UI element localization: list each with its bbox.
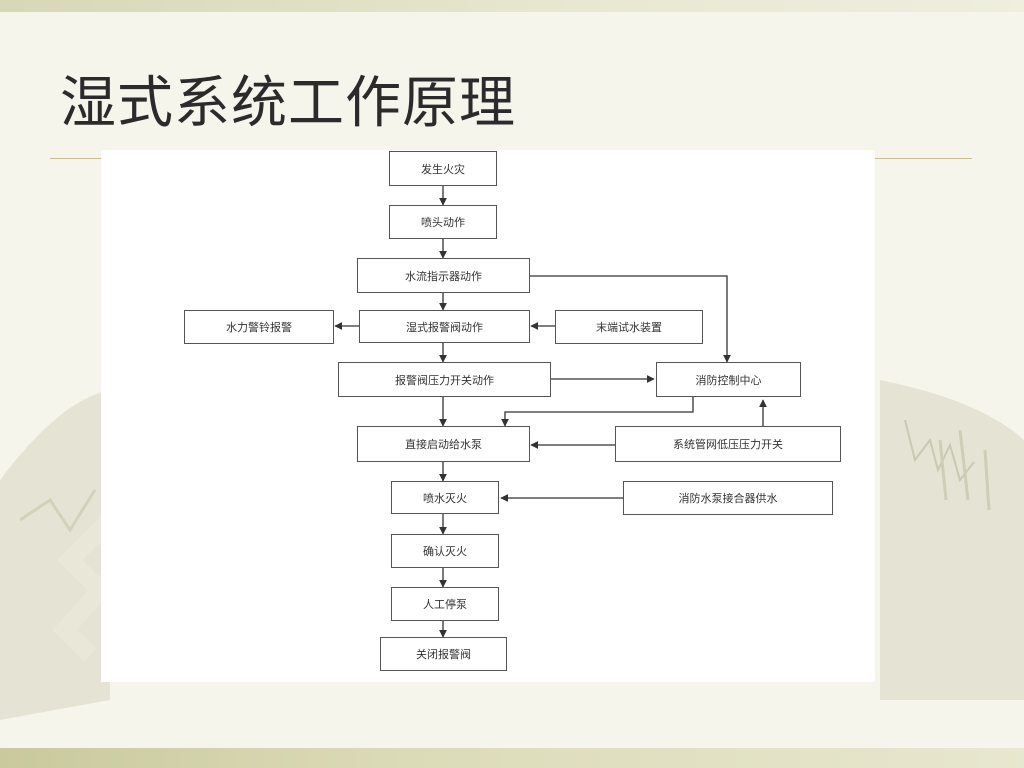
edge-n8-n9 [501, 397, 694, 427]
flow-node-close-alarm-valve: 关闭报警阀 [380, 637, 507, 671]
flow-node-pump-adapter-supply: 消防水泵接合器供水 [623, 481, 833, 515]
flow-node-start-water-pump: 直接启动给水泵 [357, 426, 530, 462]
flow-node-fire-control-center: 消防控制中心 [656, 362, 801, 397]
flow-node-low-pressure-switch: 系统管网低压压力开关 [615, 426, 841, 462]
flow-node-water-motor-alarm: 水力警铃报警 [184, 310, 334, 344]
flow-node-wet-alarm-valve: 湿式报警阀动作 [359, 310, 530, 343]
bottom-decorative-band [0, 748, 1024, 768]
flowchart-canvas: 发生火灾 喷头动作 水流指示器动作 水力警铃报警 湿式报警阀动作 末端试水装置 … [101, 150, 875, 682]
flow-node-water-flow-indicator: 水流指示器动作 [357, 258, 530, 293]
flow-node-confirm-extinguished: 确认灭火 [391, 534, 499, 568]
slide-title: 湿式系统工作原理 [60, 71, 516, 136]
top-decorative-band [0, 0, 1024, 12]
flow-node-alarm-valve-pressure-switch: 报警阀压力开关动作 [338, 362, 551, 397]
flow-node-spray-extinguish: 喷水灭火 [391, 481, 499, 514]
flow-node-fire-occurs: 发生火灾 [389, 151, 497, 186]
flow-node-end-test-device: 末端试水装置 [555, 310, 703, 344]
flow-node-manual-stop-pump: 人工停泵 [391, 587, 499, 621]
flow-node-sprinkler-activates: 喷头动作 [389, 205, 497, 239]
edge-n3-n8 [530, 275, 731, 363]
flowchart-edges [334, 186, 767, 638]
